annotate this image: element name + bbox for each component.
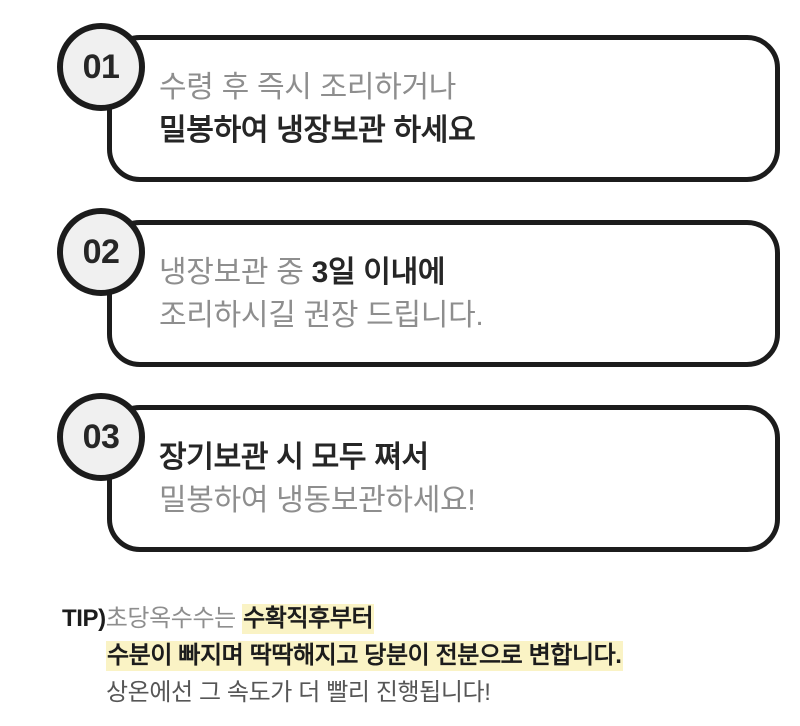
tip-label: TIP) (62, 605, 106, 632)
tip-line-3: 상온에선 그 속도가 더 빨리 진행됩니다! (106, 679, 491, 706)
step-badge-2-number: 02 (82, 233, 120, 271)
tip-line-1-normal: 초당옥수수는 (105, 605, 243, 632)
tip-line-2: 수분이 빠지며 딱딱해지고 당분이 전분으로 변합니다. (62, 637, 762, 674)
step-2-line-1-prefix: 냉장보관 중 (159, 255, 312, 289)
step-1-line-2: 밀봉하여 냉장보관 하세요 (159, 113, 476, 147)
step-card-2: 냉장보관 중 3일 이내에 조리하시길 권장 드립니다. (107, 220, 780, 367)
step-card-1-text: 수령 후 즉시 조리하거나 밀봉하여 냉장보관 하세요 (159, 66, 476, 152)
step-badge-1: 01 (57, 23, 145, 111)
step-card-1: 수령 후 즉시 조리하거나 밀봉하여 냉장보관 하세요 (107, 35, 780, 182)
step-2-line-1-emphasis: 3일 이내에 (311, 255, 446, 289)
step-badge-3: 03 (57, 393, 145, 481)
tip-line-1: TIP)초당옥수수는 수확직후부터 (62, 600, 762, 637)
tip-block: TIP)초당옥수수는 수확직후부터 수분이 빠지며 딱딱해지고 당분이 전분으로… (62, 600, 762, 711)
step-3-line-2: 밀봉하여 냉동보관하세요! (159, 483, 476, 517)
tip-line-1-highlight: 수확직후부터 (242, 604, 375, 634)
step-badge-3-number: 03 (82, 418, 120, 456)
step-2-line-1: 냉장보관 중 3일 이내에 (159, 251, 483, 294)
step-card-3: 장기보관 시 모두 쪄서 밀봉하여 냉동보관하세요! (107, 405, 780, 552)
step-badge-2: 02 (57, 208, 145, 296)
step-2-line-2: 조리하시길 권장 드립니다. (159, 298, 484, 332)
step-card-3-text: 장기보관 시 모두 쪄서 밀봉하여 냉동보관하세요! (159, 436, 476, 522)
tip-line-2-highlight: 수분이 빠지며 딱딱해지고 당분이 전분으로 변합니다. (106, 641, 623, 671)
step-1-line-1: 수령 후 즉시 조리하거나 (159, 70, 457, 104)
step-badge-1-number: 01 (82, 48, 120, 86)
step-card-2-text: 냉장보관 중 3일 이내에 조리하시길 권장 드립니다. (159, 251, 484, 337)
step-3-line-1: 장기보관 시 모두 쪄서 (159, 440, 429, 474)
